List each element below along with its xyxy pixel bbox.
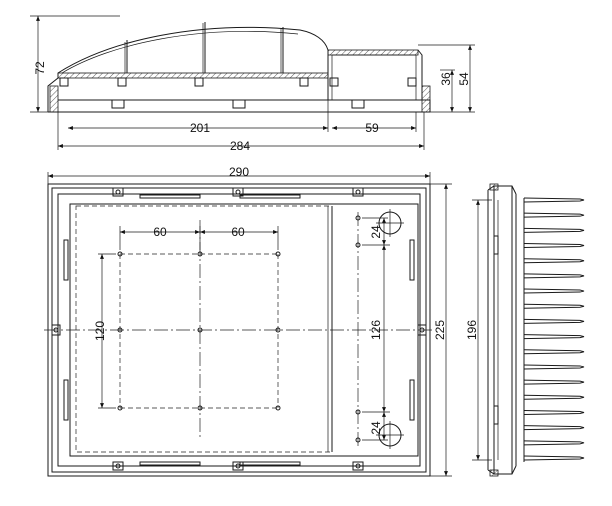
front-plan-view: 290 (44, 165, 452, 477)
fin (523, 334, 585, 340)
fin (523, 303, 585, 309)
dim-side-height: 196 (465, 320, 479, 340)
dim-front-width: 290 (229, 165, 249, 179)
fin (523, 425, 585, 431)
right-foot-section (421, 85, 431, 113)
fin (523, 349, 585, 355)
dim-right-hole-spacing: 126 (369, 320, 383, 340)
dim-top-height-box: 54 (457, 72, 471, 86)
fin (523, 288, 585, 294)
dim-hole-spacing-h1: 60 (153, 225, 167, 239)
fin (523, 243, 585, 249)
dim-top-len-right: 59 (365, 121, 379, 135)
base-wall-section (57, 72, 329, 79)
fin (523, 455, 585, 461)
fin (523, 273, 585, 279)
fin (523, 227, 585, 233)
dim-top-height-inner: 36 (439, 72, 453, 86)
box-top-section (327, 49, 419, 56)
fin-profile-curve (57, 26, 329, 74)
dim-top-height-total: 72 (33, 61, 47, 75)
heat-sink-fins (523, 197, 585, 461)
dim-right-bottom-offset: 24 (369, 421, 383, 435)
side-top-section (489, 183, 499, 191)
dim-front-height: 225 (433, 320, 447, 340)
fin (523, 318, 585, 324)
dim-top-len-left: 201 (190, 121, 210, 135)
fin (523, 409, 585, 415)
top-elevation-view: 72 36 54 201 59 284 (30, 15, 475, 153)
inner-compartment (75, 205, 333, 453)
fin (523, 258, 585, 264)
fin (523, 394, 585, 400)
mounting-hole-grid (117, 251, 281, 411)
fin (523, 440, 585, 446)
left-foot-section (49, 85, 59, 113)
dim-hole-spacing-v: 120 (93, 321, 107, 341)
fin (523, 379, 585, 385)
side-bottom-section (489, 469, 499, 477)
dim-right-top-offset: 24 (369, 225, 383, 239)
dim-hole-spacing-h2: 60 (231, 225, 245, 239)
fin (523, 364, 585, 370)
dim-top-len-overall: 284 (230, 139, 250, 153)
fin (523, 197, 585, 203)
side-fin-view: 196 (465, 183, 585, 477)
fin (523, 212, 585, 218)
